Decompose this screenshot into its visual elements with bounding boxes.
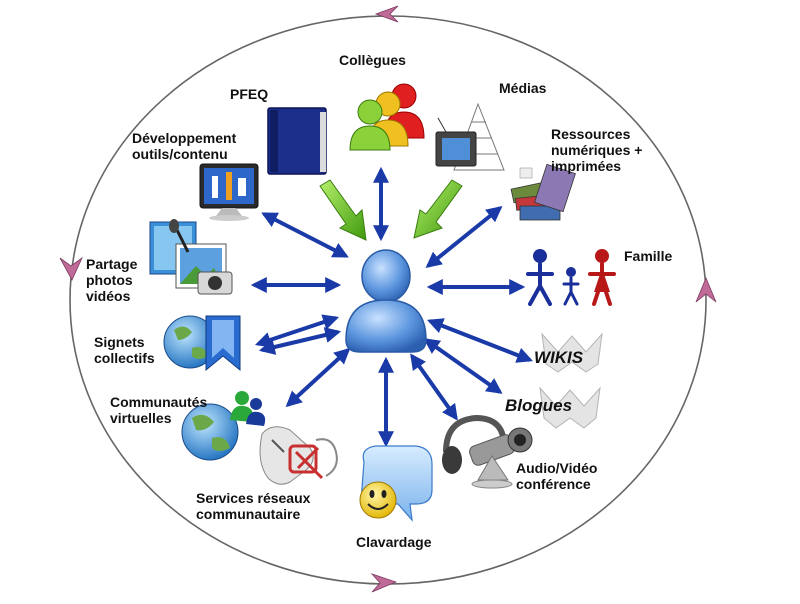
- label-partage: Partage photos vidéos: [86, 256, 138, 304]
- smiley-chat-icon: [359, 445, 433, 522]
- arrow-audio: [410, 353, 458, 421]
- label-developpement: Développement outils/contenu: [132, 130, 237, 162]
- connection-arrows: [250, 166, 533, 448]
- label-famille: Famille: [624, 248, 673, 264]
- family-icon: [526, 249, 616, 306]
- cycle-arrow-bottom: [370, 573, 398, 593]
- green-arrow-medias: [413, 179, 463, 239]
- label-audio: Audio/Vidéo conférence: [516, 460, 598, 492]
- blog-icon: [539, 386, 601, 429]
- books-icon: [510, 163, 576, 221]
- arrow-services: [285, 347, 351, 408]
- people-group-icon: [349, 83, 425, 151]
- label-ressources: Ressources numériques + imprimées: [551, 126, 643, 174]
- label-collegues: Collègues: [339, 52, 406, 68]
- label-medias: Médias: [499, 80, 547, 96]
- label-pfeq: PFEQ: [230, 86, 269, 102]
- monitor-tools-icon: [199, 163, 259, 221]
- label-wikis: WIKIS: [534, 348, 584, 367]
- book-icon: [267, 107, 327, 175]
- photo-video-icon: [149, 219, 233, 295]
- label-communautes: Communautés virtuelles: [110, 394, 208, 426]
- arrow-ressources: [425, 205, 503, 269]
- bookmark-globe-icon: [163, 315, 241, 372]
- arrow-developpement: [261, 212, 349, 258]
- label-signets: Signets collectifs: [94, 334, 155, 366]
- arrow-blogues: [423, 338, 503, 394]
- tv-pyramid-icon: [435, 102, 505, 171]
- globe-people-icon: [181, 391, 266, 461]
- network-services-icon: [259, 426, 338, 485]
- user-icon: [345, 249, 427, 353]
- cycle-arrow-top: [374, 5, 399, 23]
- cycle-arrow-right: [695, 276, 717, 303]
- label-clavardage: Clavardage: [356, 534, 432, 550]
- label-blogues: Blogues: [505, 396, 573, 415]
- headset-webcam-icon: [442, 414, 533, 489]
- label-services: Services réseaux communautaire: [196, 490, 311, 522]
- arrow-signets-left: [254, 314, 340, 348]
- green-arrows: [319, 179, 463, 241]
- wiki-icon: [541, 332, 603, 373]
- green-arrow-pfeq: [319, 179, 367, 241]
- cycle-arrow-left: [59, 256, 83, 281]
